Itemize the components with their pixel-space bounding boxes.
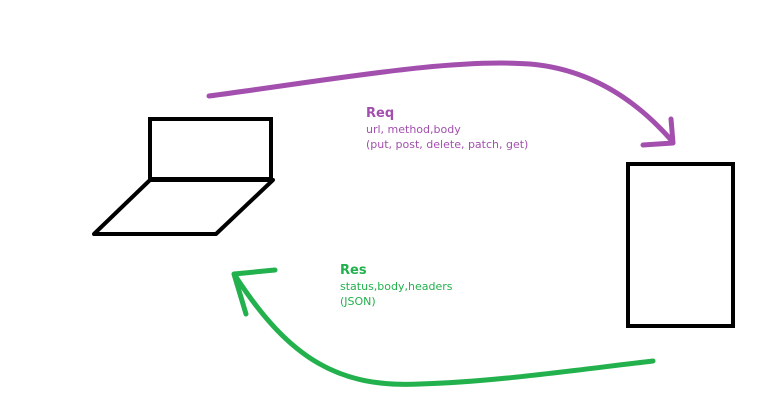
request-title: Req (366, 106, 395, 121)
response-fields: status,body,headers (340, 280, 453, 293)
response-arrow (231, 267, 656, 387)
response-arrow-line (233, 274, 656, 387)
response-label: Res status,body,headers (JSON) (340, 263, 452, 309)
request-arrow-line (206, 60, 675, 144)
request-methods: (put, post, delete, patch, get) (366, 138, 529, 151)
laptop-icon (92, 117, 275, 236)
response-format: (JSON) (340, 295, 376, 308)
server-icon (626, 162, 735, 328)
request-arrow (206, 60, 676, 148)
response-title: Res (340, 263, 367, 278)
laptop-base (92, 178, 275, 236)
request-arrowhead (640, 116, 676, 148)
response-arrowhead (231, 267, 278, 317)
request-label: Req url, method,body (put, post, delete,… (366, 106, 528, 152)
laptop-screen (148, 117, 273, 181)
request-fields: url, method,body (366, 123, 461, 136)
